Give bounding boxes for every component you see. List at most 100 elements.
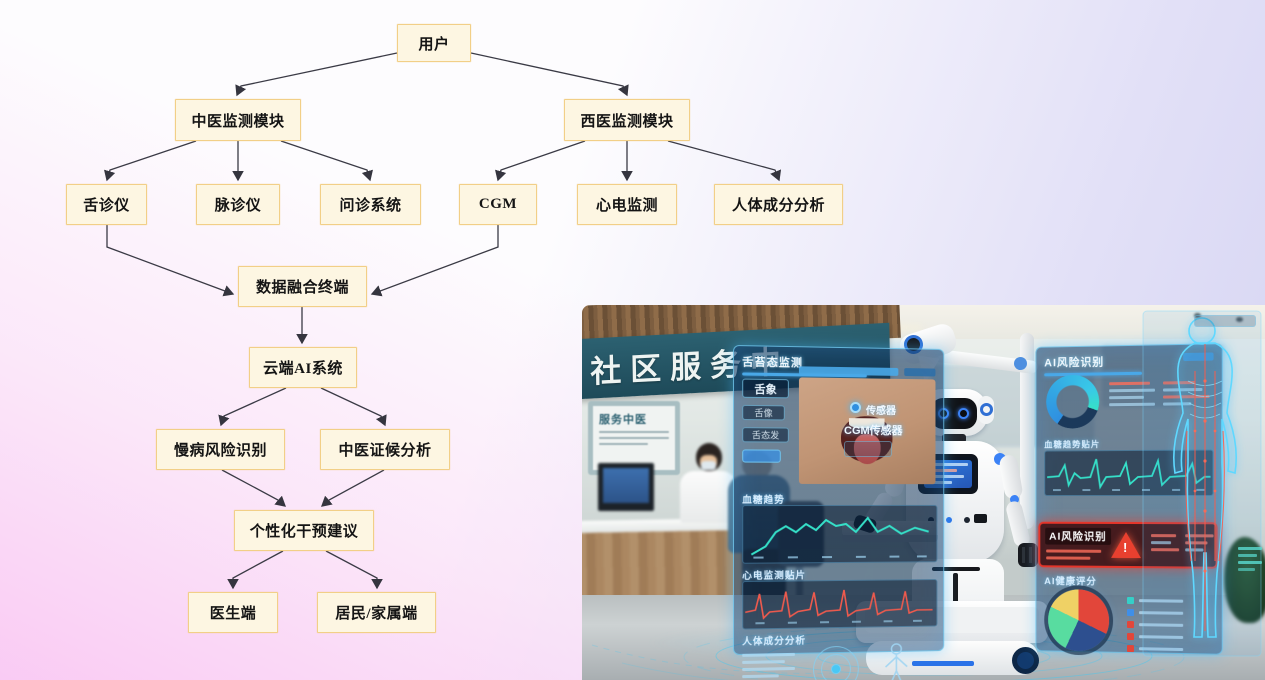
alert-stats-right (1185, 530, 1214, 555)
alert-stats-left (1046, 546, 1102, 564)
alert-title: AI风险识别 (1045, 527, 1111, 545)
ecg-patch-chart (742, 579, 938, 630)
node-label: 数据融合终端 (255, 280, 349, 296)
glucose-trend-label: 血糖趋势 (742, 494, 785, 507)
flowchart-node-tcm-syndrome: 中医证候分析 (320, 429, 450, 470)
flowchart-edge-personalized-advice-to-resident-side (325, 550, 383, 590)
node-label: 云端AI系统 (263, 361, 343, 377)
flowchart-node-chronic-risk: 慢病风险识别 (156, 429, 285, 470)
legend-row (1127, 596, 1184, 605)
flowchart-node-user: 用户 (397, 24, 471, 62)
node-label: 慢病风险识别 (173, 443, 267, 459)
robot-eye-right (958, 408, 969, 419)
robot-clinic-photo: 社区服务中 服务中医 (582, 305, 1265, 680)
flowchart-node-resident-side: 居民/家属端 (317, 592, 436, 633)
risk-stats-col2 (1163, 377, 1210, 410)
robot-port (974, 514, 987, 523)
ai-risk-alert-box: AI风险识别 ! (1038, 521, 1218, 569)
flowchart-node-cloud-ai: 云端AI系统 (249, 347, 357, 388)
flowchart-node-personalized-advice: 个性化干预建议 (234, 510, 374, 551)
node-label: 个性化干预建议 (249, 524, 359, 540)
body-panel-side-text (1238, 543, 1262, 575)
flowchart-node-tcm-module: 中医监测模块 (175, 99, 301, 141)
sensor-dot-icon (850, 402, 861, 413)
flowchart-edge-tcm-syndrome-to-personalized-advice (321, 469, 385, 507)
body-comp-stats (742, 649, 795, 680)
desk-monitor (598, 463, 654, 511)
node-label: 医生端 (209, 606, 257, 622)
node-label: 舌诊仪 (83, 198, 130, 214)
legend-row (1127, 608, 1184, 617)
ai-risk-panel: AI风险识别 血糖趋势贴片 (1035, 343, 1223, 655)
cgm-sensor-label: CGM传感器 (844, 425, 903, 437)
ecg-trend-chart (1044, 449, 1213, 497)
robot-elbow-disc (1010, 495, 1019, 504)
plaque-small-text (599, 430, 669, 445)
ceiling-spot-light (1236, 317, 1243, 322)
sensor-label: 传感器 (866, 406, 896, 417)
cabinet-slot-v (953, 573, 958, 605)
alert-stats-mid (1150, 530, 1180, 555)
legend-row (1127, 620, 1184, 629)
flowchart-edge-chronic-risk-to-personalized-advice (221, 469, 286, 507)
title-underline (1044, 371, 1142, 377)
tongue-image-button: 舌象 (742, 378, 789, 399)
flowchart-edge-cloud-ai-to-chronic-risk (218, 387, 287, 427)
flowchart-edge-cloud-ai-to-tcm-syndrome (320, 387, 387, 427)
body-composition-label: 人体成分分析 (742, 635, 807, 648)
warning-icon: ! (1111, 531, 1141, 559)
node-label: 中医证候分析 (338, 443, 432, 459)
flowchart-edge-tcm-module-to-inquiry-system (280, 140, 373, 182)
wall-plaque: 服务中医 (588, 401, 680, 475)
risk-gauge (1046, 374, 1100, 429)
node-label: 脉诊仪 (214, 198, 262, 214)
robot-camera-pole (1020, 333, 1034, 529)
cabinet-slot-h (932, 567, 980, 571)
robot-wheel (1012, 647, 1039, 674)
body-panel-top-chip (1194, 315, 1256, 327)
nurse-mask (701, 461, 716, 470)
base-led-stripe (912, 661, 974, 666)
flowchart-node-western-module: 西医监测模块 (564, 99, 690, 141)
flowchart-edge-western-module-to-cgm (495, 140, 586, 182)
flowchart-edge-cgm-to-data-fusion (370, 225, 499, 297)
plaque-text: 服务中医 (599, 414, 647, 426)
health-score-pie (1048, 589, 1110, 652)
robot-ear-ring (980, 403, 993, 416)
nurse-white-coat (680, 471, 736, 523)
node-label: 居民/家属端 (335, 606, 418, 622)
glucose-trend-chart (742, 504, 938, 564)
flowchart-node-inquiry-system: 问诊系统 (320, 184, 421, 225)
trend-patch-label: 血糖趋势贴片 (1044, 439, 1101, 450)
legend-row (1127, 632, 1184, 641)
node-label: 用户 (418, 36, 450, 53)
camera-arm-joint (1014, 357, 1027, 370)
flowchart-node-data-fusion: 数据融合终端 (238, 266, 367, 307)
flowchart-node-doctor-side: 医生端 (188, 592, 278, 633)
node-label: 心电监测 (595, 198, 658, 214)
panel-toolbar-chip (904, 368, 936, 377)
tongue-sub-button-1: 舌像 (742, 404, 785, 421)
panel-toolbar (798, 366, 899, 376)
node-label: 中医监测模块 (191, 113, 285, 130)
flowchart-node-cgm: CGM (459, 184, 537, 225)
tongue-sub-button-2: 舌态发 (742, 427, 789, 443)
flowchart-edge-user-to-western-module (470, 52, 629, 97)
flowchart-node-pulse-device: 脉诊仪 (196, 184, 280, 225)
flowchart-edge-tongue-device-to-data-fusion (106, 225, 235, 297)
flowchart-edge-tcm-module-to-tongue-device (104, 140, 197, 182)
flowchart-edge-user-to-tcm-module (235, 52, 398, 97)
panel-chip (1183, 352, 1214, 362)
node-label: CGM (478, 196, 518, 212)
node-label: 西医监测模块 (580, 113, 674, 130)
tongue-sub-button-3 (742, 449, 781, 463)
ceiling-spot-light (1194, 313, 1201, 318)
flowchart-node-body-composition: 人体成分分析 (714, 184, 843, 225)
risk-stats-col1 (1109, 378, 1155, 411)
node-label: 问诊系统 (339, 198, 402, 214)
health-score-label: AI健康评分 (1044, 576, 1097, 588)
flowchart-node-tongue-device: 舌诊仪 (66, 184, 147, 225)
